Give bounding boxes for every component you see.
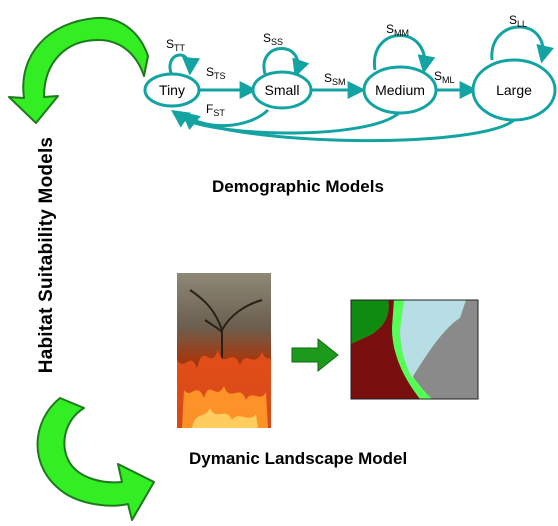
return-arrow-large bbox=[171, 109, 518, 143]
stage-node-medium: Medium bbox=[362, 65, 438, 115]
loop-arrow-small bbox=[262, 47, 310, 78]
return-arrow-small bbox=[181, 108, 270, 131]
stage-node-large: Large bbox=[471, 58, 557, 122]
stage-label: Small bbox=[264, 82, 299, 98]
rate-label-smm: SMM bbox=[386, 22, 409, 38]
rate-label-fst: FST bbox=[206, 102, 225, 118]
curved-arrow-icon bbox=[36, 397, 155, 521]
loop-arrow-medium bbox=[373, 34, 436, 74]
right-arrow-icon bbox=[291, 337, 339, 373]
habitat-suitability-label: Habitat Suitability Models bbox=[36, 136, 57, 374]
fire-photo bbox=[177, 273, 271, 428]
rate-label-sll: SLL bbox=[509, 13, 527, 29]
landscape-model-caption: Dymanic Landscape Model bbox=[189, 449, 408, 468]
rate-label-sts: STS bbox=[206, 65, 226, 81]
demographic-models-caption: Demographic Models bbox=[212, 177, 384, 196]
curved-arrow-icon bbox=[8, 16, 149, 124]
landscape-map bbox=[350, 299, 479, 400]
loop-arrow-large bbox=[490, 25, 554, 64]
rate-label-stt: STT bbox=[166, 37, 186, 53]
stage-node-tiny: Tiny bbox=[143, 72, 201, 108]
rate-label-sml: SML bbox=[434, 69, 455, 85]
rate-label-ssm: SSM bbox=[324, 71, 346, 87]
stage-label: Medium bbox=[375, 82, 425, 98]
rate-label-sss: SSS bbox=[263, 31, 283, 47]
loop-arrow-tiny bbox=[168, 53, 201, 77]
stage-node-small: Small bbox=[251, 70, 313, 110]
stage-label: Large bbox=[496, 82, 532, 98]
stage-label: Tiny bbox=[159, 82, 185, 98]
